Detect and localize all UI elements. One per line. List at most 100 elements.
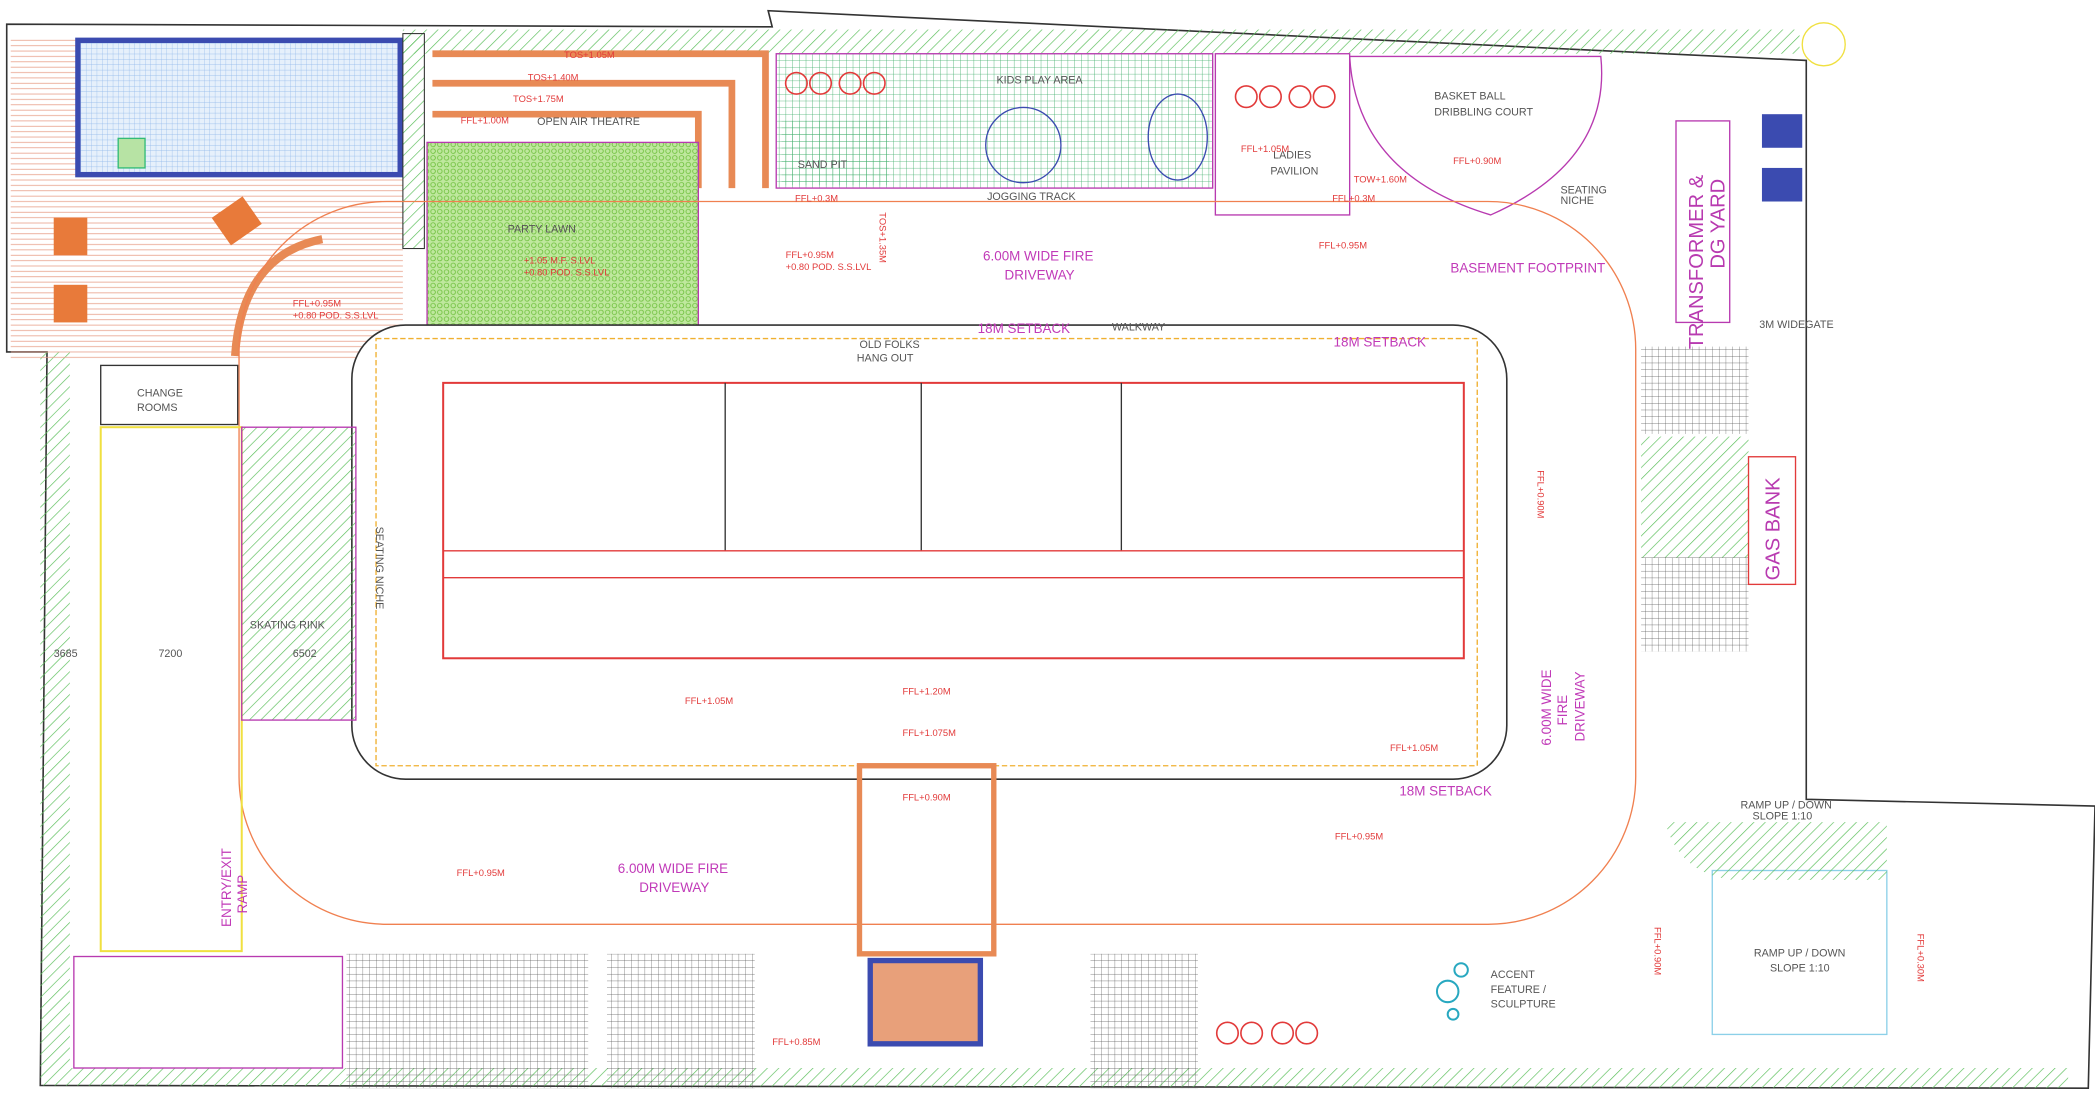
label-accent-feature: FEATURE / xyxy=(1491,984,1546,996)
basketball-court xyxy=(1348,55,1603,216)
seating-area xyxy=(73,955,344,1069)
sun-lounger xyxy=(53,284,88,323)
level-tag: TOW+1.60M xyxy=(1354,174,1407,185)
label-fire-driveway: DRIVEWAY xyxy=(1005,267,1075,282)
label-old-folks: HANG OUT xyxy=(857,352,914,364)
sculpture-pool xyxy=(867,957,984,1047)
ladies-pavilion xyxy=(1214,53,1351,216)
label-entry-exit-ramp: RAMP xyxy=(235,875,250,914)
label-seating-niche: SEATING xyxy=(1561,184,1607,196)
ramp-landscape xyxy=(1665,822,1887,880)
sculpture-icon xyxy=(1435,962,1469,1021)
level-tag: FFL+1.00M xyxy=(461,115,509,126)
label-entry-exit-ramp: ENTRY/EXIT xyxy=(219,848,234,927)
label-walkway: WALKWAY xyxy=(1112,321,1165,333)
label-open-air-theatre: OPEN AIR THEATRE xyxy=(537,116,640,128)
label-basketball: DRIBBLING COURT xyxy=(1434,107,1533,119)
skating-rink xyxy=(241,426,357,721)
level-tag: +0.80 POD. S.S.LVL xyxy=(293,309,379,320)
level-tag: FFL+1.05M xyxy=(685,695,733,706)
level-tag: FFL+0.3M xyxy=(795,193,838,204)
dimension: 3685 xyxy=(54,648,78,660)
level-tag: +0.80 POD. S.S.LVL xyxy=(524,266,610,277)
play-equipment xyxy=(1147,93,1208,181)
level-tag: FFL+0.95M xyxy=(1335,831,1383,842)
label-fire-driveway-right: FIRE xyxy=(1555,695,1570,726)
level-tag: FFL+1.20M xyxy=(902,686,950,697)
level-tag: FFL+0.95M xyxy=(457,867,505,878)
label-setback: 18M SETBACK xyxy=(978,321,1071,336)
label-setback: 18M SETBACK xyxy=(1399,783,1492,798)
label-dg-yard: DG YARD xyxy=(1707,179,1729,269)
level-tag: TOS+1.35M xyxy=(878,212,889,263)
level-tag: FFL+1.05M xyxy=(1390,742,1438,753)
change-rooms xyxy=(100,364,239,426)
label-fire-driveway: 6.00M WIDE FIRE xyxy=(983,249,1093,264)
label-old-folks: OLD FOLKS xyxy=(859,339,919,351)
parking-bottom xyxy=(607,953,755,1089)
label-fire-driveway-right: 6.00M WIDE xyxy=(1539,669,1554,745)
label-basement-footprint: BASEMENT FOOTPRINT xyxy=(1450,261,1605,276)
level-tag: TOS+1.75M xyxy=(513,93,564,104)
label-sand-pit: SAND PIT xyxy=(798,159,848,171)
label-accent-feature: ACCENT xyxy=(1491,969,1536,981)
label-jogging-track: JOGGING TRACK xyxy=(987,191,1076,203)
label-ladies-pavilion: PAVILION xyxy=(1270,166,1318,178)
top-landscape xyxy=(402,29,1800,54)
dimension: 7200 xyxy=(158,648,182,660)
level-tag: FFL+1.05M xyxy=(1241,143,1289,154)
label-setback: 18M SETBACK xyxy=(1334,335,1427,350)
level-tag: FFL+0.95M xyxy=(1319,240,1367,251)
sand-pit xyxy=(781,120,890,186)
dimension: 6502 xyxy=(293,648,317,660)
label-ramp-small: SLOPE 1:10 xyxy=(1753,810,1813,822)
label-gas-bank: GAS BANK xyxy=(1762,477,1784,580)
parking-bottom xyxy=(1090,953,1198,1089)
level-tags: FFL+1.00M TOS+1.05M TOS+1.40M TOS+1.75M … xyxy=(293,49,1927,1047)
level-tag: FFL+1.075M xyxy=(902,727,956,738)
curved-walkway xyxy=(230,235,324,357)
tower-core xyxy=(442,381,1465,660)
label-fire-driveway-bottom: 6.00M WIDE FIRE xyxy=(618,861,728,876)
label-fire-driveway-right: DRIVEWAY xyxy=(1573,671,1588,741)
label-skating-rink: SKATING RINK xyxy=(250,620,326,632)
label-party-lawn: PARTY LAWN xyxy=(508,223,576,235)
gas-bank xyxy=(1747,456,1797,586)
right-landscape xyxy=(1641,436,1749,558)
electrical-panel xyxy=(1761,114,1803,148)
parking-right xyxy=(1641,346,1749,434)
building-podium xyxy=(351,324,1508,780)
party-lawn xyxy=(426,141,700,332)
pool-step xyxy=(117,137,146,169)
label-ramp-small: RAMP UP / DOWN xyxy=(1740,800,1831,812)
entrance-plaza xyxy=(856,763,997,957)
fire-driveway-outer xyxy=(238,200,1637,925)
label-fire-driveway-bottom: DRIVEWAY xyxy=(639,880,709,895)
parking-right xyxy=(1641,557,1749,652)
label-change-rooms: CHANGE xyxy=(137,387,183,399)
level-tag: FFL+0.90M xyxy=(1653,927,1664,975)
level-tag: FFL+0.90M xyxy=(1536,470,1547,518)
label-seating-niche-left: SEATING NICHE xyxy=(373,527,385,610)
label-transformer: TRANSFORMER & xyxy=(1686,174,1708,349)
label-wide-gate: 3M WIDEGATE xyxy=(1759,319,1833,331)
label-ramp: SLOPE 1:10 xyxy=(1770,962,1830,974)
label-ramp: RAMP UP / DOWN xyxy=(1754,948,1845,960)
electrical-panel xyxy=(1761,167,1803,202)
level-tag: TOS+1.05M xyxy=(564,49,615,60)
label-basketball: BASKET BALL xyxy=(1434,90,1505,102)
transformer-yard xyxy=(1675,120,1731,324)
level-tag: +0.80 POD. S.S.LVL xyxy=(786,261,872,272)
theatre-wall xyxy=(402,33,425,250)
label-seating-niche: NICHE xyxy=(1561,195,1594,207)
level-tag: FFL+0.90M xyxy=(902,792,950,803)
level-tag: FFL+0.85M xyxy=(772,1036,820,1047)
level-tag: FFL+0.95M xyxy=(786,249,834,260)
revision-circle xyxy=(1801,22,1846,67)
label-kids-play-area: KIDS PLAY AREA xyxy=(996,74,1083,86)
label-change-rooms: ROOMS xyxy=(137,402,178,414)
level-tag: TOS+1.40M xyxy=(528,72,579,83)
sun-lounger xyxy=(53,217,88,256)
sun-lounger xyxy=(211,196,262,246)
